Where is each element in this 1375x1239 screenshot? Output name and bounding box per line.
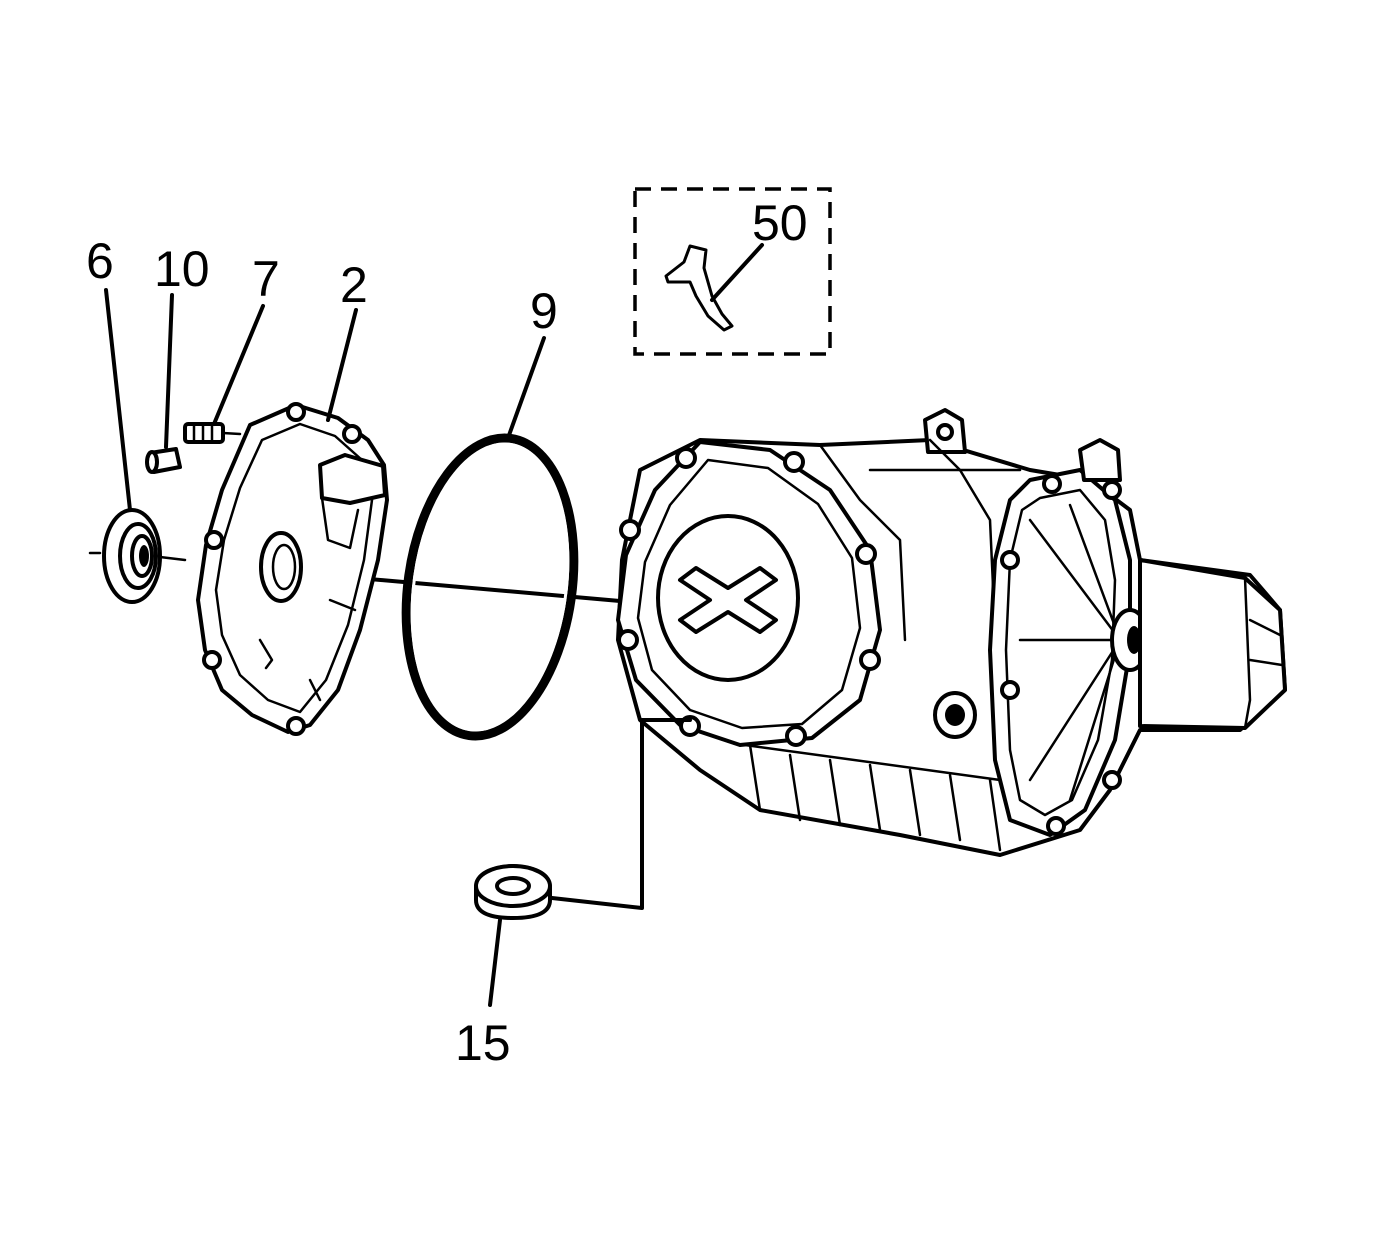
leader-6 [104, 288, 132, 512]
leader-15 [488, 918, 502, 1007]
part-15-washer [474, 864, 552, 920]
part-6-seal [102, 508, 162, 604]
part-50-group [633, 187, 832, 356]
leader-10 [164, 293, 174, 449]
callout-9: 9 [530, 283, 558, 339]
part-50-dashed-box [633, 187, 832, 356]
leader-lines [104, 243, 764, 1007]
part-2-cover [196, 402, 389, 736]
callout-15: 15 [455, 1015, 511, 1071]
callout-labels: 6 10 7 2 9 50 15 [86, 195, 808, 1071]
part-50-clip [664, 244, 734, 332]
callout-6: 6 [86, 233, 114, 289]
part-10-dowel-pin [145, 447, 182, 474]
callout-10: 10 [154, 241, 210, 297]
callout-50: 50 [752, 195, 808, 251]
callout-7: 7 [252, 251, 280, 307]
leader-7 [212, 304, 265, 426]
leader-9 [506, 336, 546, 440]
leader-2 [326, 308, 358, 422]
leader-15-housing [550, 718, 692, 910]
leader-50 [710, 243, 764, 302]
part-7-bolt [183, 422, 242, 444]
part-9-o-ring [401, 433, 579, 741]
callout-2: 2 [340, 257, 368, 313]
differential-housing [616, 408, 1287, 857]
